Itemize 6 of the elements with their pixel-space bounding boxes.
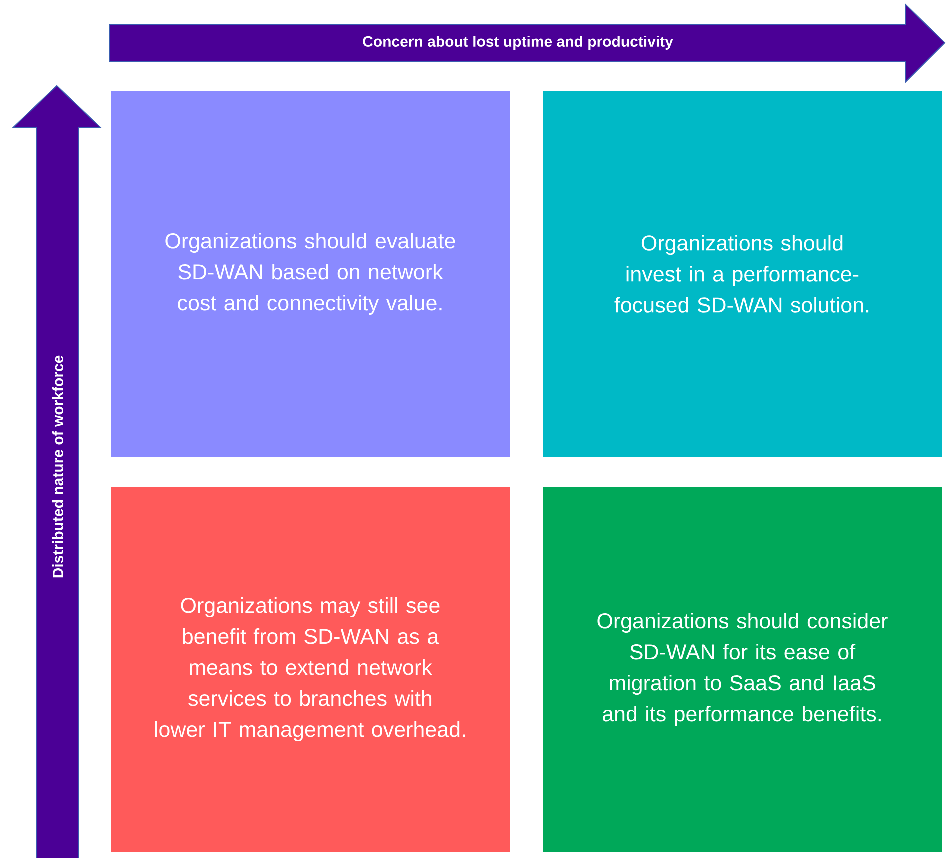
quadrant-box: Organizations should consider SD-WAN for its ease of migration to SaaS and IaaS and its performance benefits. [543,487,942,852]
arrow-label-band: Distributed nature of workforce [12,85,102,858]
arrow-label-band: Concern about lost uptime and productivity [110,4,946,84]
quadrant-box: Organizations should invest in a performance-focused SD-WAN solution. [543,91,942,457]
quadrant-box: Organizations may still see benefit from SD-WAN as a means to extend network services to branches with lower IT management overhead. [111,487,510,852]
quadrant-box: Organizations should evaluate SD-WAN based on network cost and connectivity value. [111,91,510,457]
